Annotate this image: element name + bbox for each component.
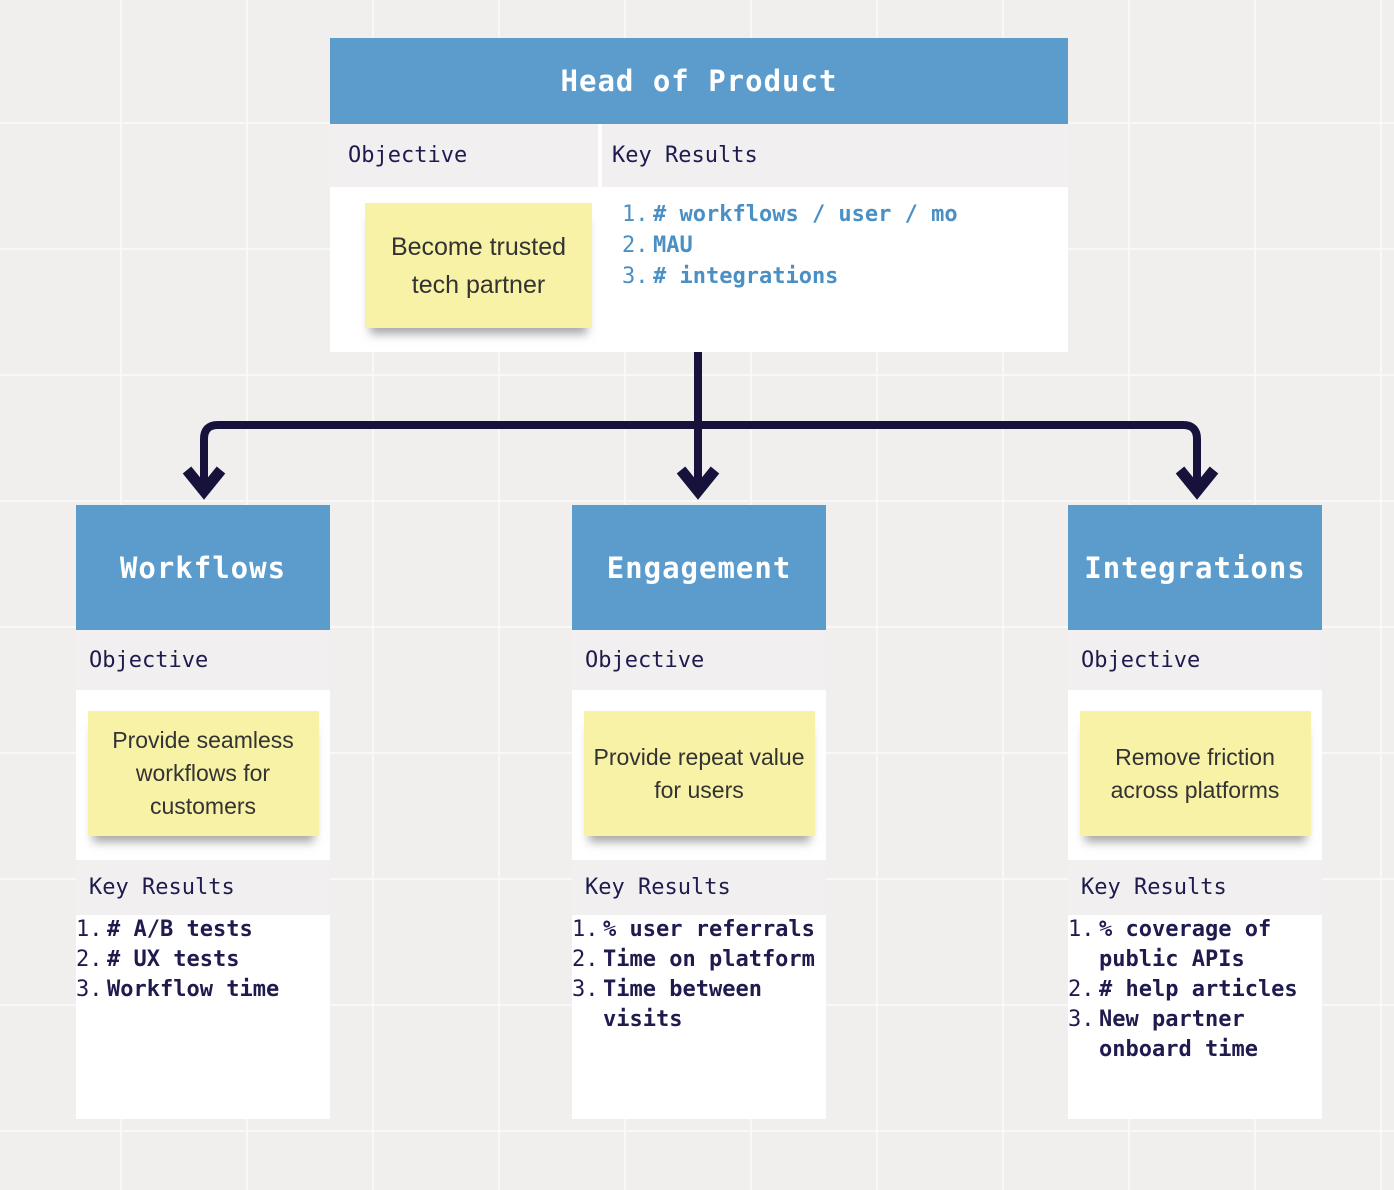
card-title: Integrations [1084,550,1306,585]
okr-card-workflows[interactable]: Workflows Objective Provide seamless wor… [76,505,330,1119]
key-results-section-header: Key Results [572,860,826,915]
key-results-label: Key Results [585,875,731,900]
key-results-label: Key Results [89,875,235,900]
column-header-row: Objective Key Results [330,124,1068,187]
key-result-item: Workflow time [76,975,330,1005]
sticky-note-text: Become trusted tech partner [390,232,567,299]
key-result-item: % coverage of public APIs [1068,915,1322,975]
objective-label: Objective [348,143,468,168]
card-title-bar: Integrations [1068,505,1322,630]
arrowhead-right-icon [1175,466,1219,500]
okr-card-head-of-product[interactable]: Head of Product Objective Key Results Be… [330,38,1068,352]
sticky-note-text: Provide repeat value for users [593,743,805,803]
key-result-item: # help articles [1068,975,1322,1005]
sticky-note-text: Remove friction across platforms [1110,743,1280,803]
key-results-section-header: Key Results [1068,860,1322,915]
key-result-text: # workflows / user / mo [653,202,958,227]
objective-label: Objective [1081,647,1201,673]
okr-card-integrations[interactable]: Integrations Objective Remove friction a… [1068,505,1322,1119]
objective-section-header: Objective [76,630,330,690]
key-result-item: MAU [622,230,1062,261]
objective-sticky-note[interactable]: Provide seamless workflows for customers [87,711,319,836]
card-body: Become trusted tech partner # workflows … [330,187,1068,352]
objective-area: Remove friction across platforms [1068,690,1322,860]
key-result-item: Time on platform [572,945,826,975]
key-results-label: Key Results [1081,875,1227,900]
connector-branch-line [200,421,1201,486]
card-title-bar: Head of Product [330,38,1068,124]
card-title-bar: Engagement [572,505,826,630]
key-result-item: Time between visits [572,975,826,1035]
key-result-text: Workflow time [107,977,280,1002]
key-result-text: % user referrals [603,917,815,942]
key-result-item: # A/B tests [76,915,330,945]
objective-label: Objective [585,647,705,673]
key-result-item: New partner onboard time [1068,1005,1322,1065]
objective-section-header: Objective [1068,630,1322,690]
card-title: Workflows [119,550,287,585]
key-result-text: # A/B tests [107,917,253,942]
objective-column-header: Objective [330,124,598,187]
sticky-note-text: Provide seamless workflows for customers [112,727,294,819]
key-result-item: # workflows / user / mo [622,199,1062,230]
card-title-bar: Workflows [76,505,330,630]
card-title: Engagement [606,550,792,585]
okr-card-engagement[interactable]: Engagement Objective Provide repeat valu… [572,505,826,1119]
key-results-label: Key Results [612,143,758,168]
objective-section-header: Objective [572,630,826,690]
key-result-text: Time on platform [603,947,815,972]
key-result-text: Time between visits [603,977,762,1032]
arrowhead-center-icon [676,466,720,500]
objective-label: Objective [89,647,209,673]
column-divider [598,124,602,187]
objective-sticky-note[interactable]: Become trusted tech partner [365,203,592,328]
key-results-section-header: Key Results [76,860,330,915]
key-result-text: New partner onboard time [1099,1007,1258,1062]
objective-area: Provide repeat value for users [572,690,826,860]
card-title: Head of Product [560,64,838,98]
key-result-text: # integrations [653,264,839,289]
key-results-list: # A/B tests # UX tests Workflow time [76,915,330,1119]
key-results-list: % user referrals Time on platform Time b… [572,915,826,1119]
key-result-text: % coverage of public APIs [1099,917,1272,972]
key-results-list: % coverage of public APIs # help article… [1068,915,1322,1119]
key-results-column-header: Key Results [602,124,1068,187]
key-result-text: # help articles [1099,977,1298,1002]
key-result-item: % user referrals [572,915,826,945]
key-result-text: # UX tests [107,947,240,972]
objective-sticky-note[interactable]: Remove friction across platforms [1079,711,1311,836]
key-result-item: # integrations [622,261,1062,292]
key-result-item: # UX tests [76,945,330,975]
key-results-list: # workflows / user / mo MAU # integratio… [622,199,1062,292]
objective-area: Provide seamless workflows for customers [76,690,330,860]
objective-sticky-note[interactable]: Provide repeat value for users [583,711,815,836]
key-result-text: MAU [653,233,693,258]
arrowhead-left-icon [182,466,226,500]
